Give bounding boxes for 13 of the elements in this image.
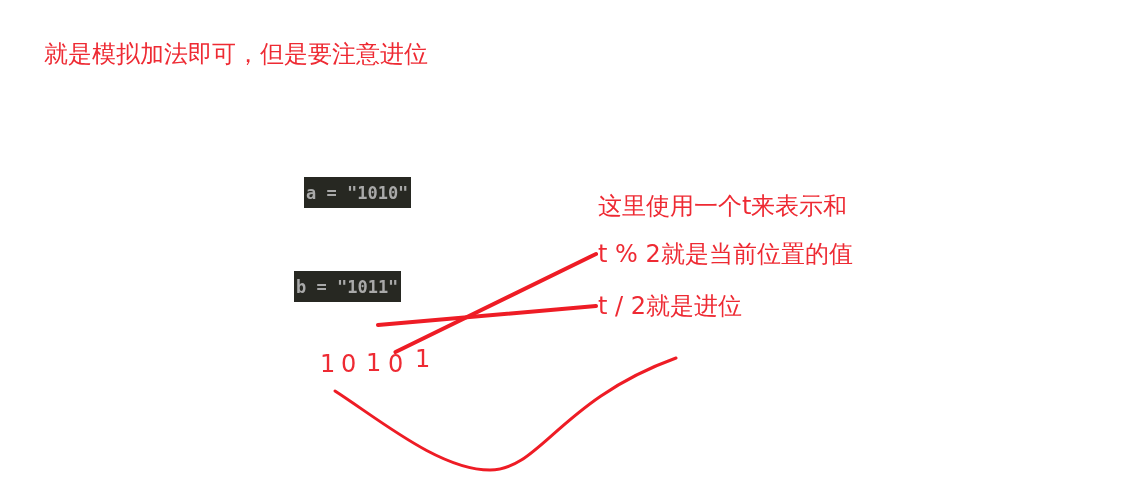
digit: 1	[366, 349, 382, 377]
digit: 1	[415, 345, 431, 373]
code-snippet: a = "1010"	[304, 177, 412, 208]
digit: 0	[341, 350, 357, 378]
annotation-text: 这里使用一个t来表示和	[598, 191, 848, 222]
leader-line	[393, 252, 598, 354]
digit: 0	[388, 350, 404, 378]
annotation-text: t % 2就是当前位置的值	[598, 238, 853, 270]
heading: 就是模拟加法即可，但是要注意进位	[44, 39, 428, 70]
annotation-text: t / 2就是进位	[598, 290, 743, 322]
digit: 1	[320, 350, 336, 378]
leader-line	[376, 304, 598, 327]
code-snippet: b = "1011"	[294, 271, 402, 302]
